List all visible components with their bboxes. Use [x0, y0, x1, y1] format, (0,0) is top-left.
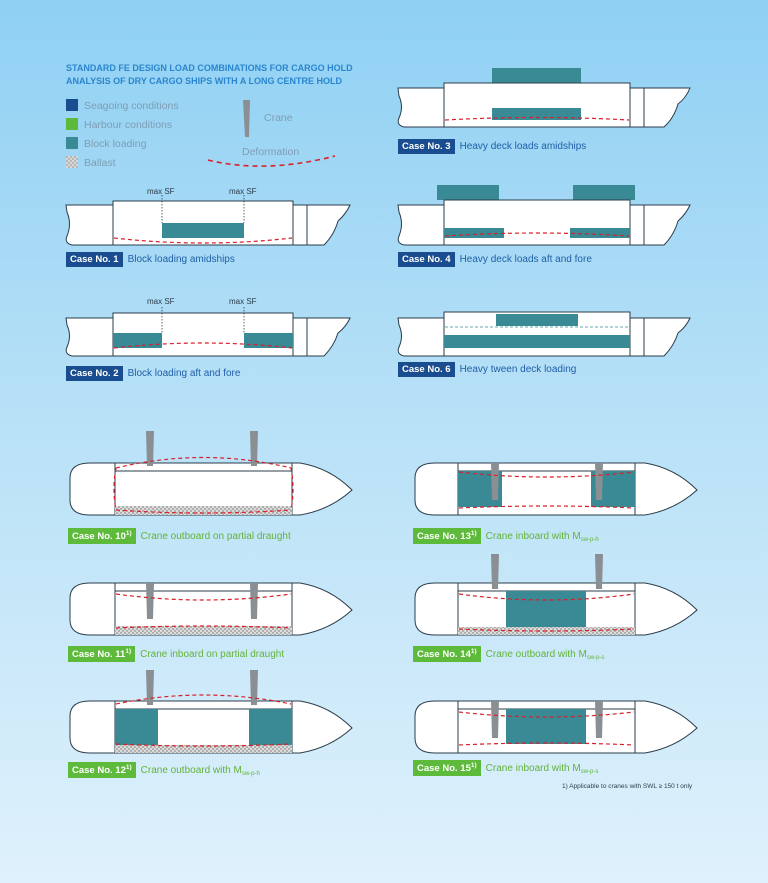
block-swatch [66, 137, 78, 149]
case-10-badge: Case No. 101) [68, 528, 136, 544]
ballast-swatch [66, 156, 78, 168]
legend-block: Block loading [66, 137, 146, 150]
legend-seagoing-label: Seagoing conditions [84, 100, 179, 112]
case-15-caption: Case No. 151) Crane inboard with Msw-p-s [413, 760, 598, 776]
case-1-badge: Case No. 1 [66, 252, 123, 267]
case-12-badge: Case No. 121) [68, 762, 136, 778]
case-1-caption: Case No. 1 Block loading amidships [66, 252, 235, 267]
case-13-text: Crane inboard with M [485, 531, 581, 542]
case-1-diagram [65, 195, 351, 246]
case-2-caption: Case No. 2 Block loading aft and fore [66, 366, 240, 381]
case-15-badge: Case No. 151) [413, 760, 481, 776]
case-13-subscript: sw-p-h [580, 537, 599, 543]
case-11-badge: Case No. 111) [68, 646, 136, 662]
case-10-text: Crane outboard on partial draught [140, 531, 291, 542]
legend-harbour-label: Harbour conditions [84, 119, 173, 131]
case-4-badge: Case No. 4 [398, 252, 455, 267]
case-13-diagram [414, 462, 698, 516]
case-12-caption: Case No. 121) Crane outboard with Msw-p-h [68, 762, 260, 778]
case-11-footnote-mark: 1) [125, 648, 132, 655]
case-6-badge: Case No. 6 [398, 362, 455, 377]
case-3-badge: Case No. 3 [398, 139, 455, 154]
case-11-caption: Case No. 111) Crane inboard on partial dr… [68, 646, 284, 662]
case-14-footnote-mark: 1) [470, 648, 477, 655]
case-2-max-sf-left: max SF [147, 297, 175, 306]
title-line-2: ANALYSIS OF DRY CARGO SHIPS WITH A LONG … [66, 76, 343, 86]
case-1-max-sf-left: max SF [147, 187, 175, 196]
case-12-text: Crane outboard with M [140, 765, 242, 776]
legend-ballast: Ballast [66, 156, 116, 169]
seagoing-swatch [66, 99, 78, 111]
legend-crane-icon [243, 100, 250, 137]
legend-deformation-label: Deformation [242, 146, 300, 158]
case-4-text: Heavy deck loads aft and fore [459, 254, 592, 265]
case-2-badge: Case No. 2 [66, 366, 123, 381]
case-11-diagram [69, 582, 353, 636]
title-line-1: STANDARD FE DESIGN LOAD COMBINATIONS FOR… [66, 63, 353, 73]
legend-ballast-label: Ballast [84, 157, 116, 169]
case-4-caption: Case No. 4 Heavy deck loads aft and fore [398, 252, 592, 267]
case-15-text: Crane inboard with M [485, 763, 581, 774]
case-10-footnote-mark: 1) [125, 530, 132, 537]
case-14-diagram [414, 554, 698, 636]
case-10-diagram [69, 431, 353, 516]
case-10-badge-label: Case No. 10 [72, 531, 126, 542]
case-13-caption: Case No. 131) Crane inboard with Msw-p-h [413, 528, 599, 544]
case-13-footnote-mark: 1) [470, 530, 477, 537]
case-6-diagram [397, 311, 691, 357]
case-3-text: Heavy deck loads amidships [459, 141, 587, 152]
case-10-caption: Case No. 101) Crane outboard on partial d… [68, 528, 291, 544]
case-13-badge: Case No. 131) [413, 528, 481, 544]
case-11-text: Crane inboard on partial draught [140, 649, 285, 660]
case-11-badge-label: Case No. 11 [72, 649, 126, 660]
legend-harbour: Harbour conditions [66, 118, 172, 131]
case-4-diagram [397, 185, 691, 246]
case-15-diagram [414, 700, 698, 754]
case-15-footnote-mark: 1) [470, 762, 477, 769]
case-12-subscript: sw-p-h [241, 771, 260, 777]
case-12-footnote-mark: 1) [125, 764, 132, 771]
case-14-badge-label: Case No. 14 [417, 649, 471, 660]
case-12-diagram [69, 670, 353, 754]
case-15-badge-label: Case No. 15 [417, 763, 471, 774]
page-title: STANDARD FE DESIGN LOAD COMBINATIONS FOR… [66, 62, 353, 88]
case-13-badge-label: Case No. 13 [417, 531, 471, 542]
case-12-badge-label: Case No. 12 [72, 765, 126, 776]
case-2-text: Block loading aft and fore [127, 368, 241, 379]
case-14-badge: Case No. 141) [413, 646, 481, 662]
case-3-diagram [397, 68, 691, 128]
case-6-text: Heavy tween deck loading [459, 364, 577, 375]
footnote: 1) Applicable to cranes with SWL ≥ 150 t… [562, 783, 693, 790]
case-15-subscript: sw-p-s [580, 769, 599, 775]
legend-seagoing: Seagoing conditions [66, 99, 179, 112]
case-1-text: Block loading amidships [127, 254, 235, 265]
case-1-max-sf-right: max SF [229, 187, 257, 196]
legend-block-label: Block loading [84, 138, 147, 150]
case-6-caption: Case No. 6 Heavy tween deck loading [398, 362, 576, 377]
case-14-subscript: sw-p-s [586, 655, 605, 661]
legend-crane-label: Crane [264, 112, 293, 124]
case-14-text: Crane outboard with M [485, 649, 587, 660]
case-3-caption: Case No. 3 Heavy deck loads amidships [398, 139, 586, 154]
case-2-diagram [65, 307, 351, 357]
case-2-max-sf-right: max SF [229, 297, 257, 306]
harbour-swatch [66, 118, 78, 130]
legend-deformation-icon [207, 155, 336, 167]
case-14-caption: Case No. 141) Crane outboard with Msw-p-s [413, 646, 605, 662]
